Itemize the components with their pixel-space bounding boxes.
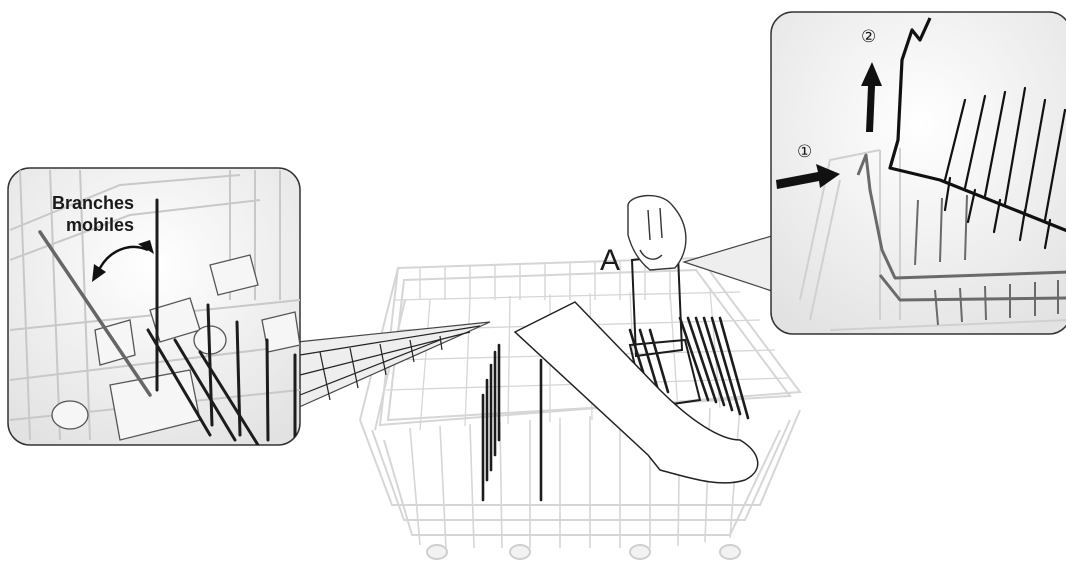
zoom-connector-right — [684, 235, 775, 292]
callout-panel-right — [771, 12, 1066, 334]
zoom-connector-left — [297, 322, 490, 408]
callout-title-line1: Branches — [38, 192, 148, 214]
callout-title: Branches mobiles — [38, 192, 148, 236]
lower-basket — [360, 258, 800, 559]
step-1-marker: ① — [797, 142, 812, 162]
step-2-marker: ② — [861, 27, 876, 47]
callout-title-line2: mobiles — [38, 214, 148, 236]
part-label-a: A — [600, 244, 620, 278]
